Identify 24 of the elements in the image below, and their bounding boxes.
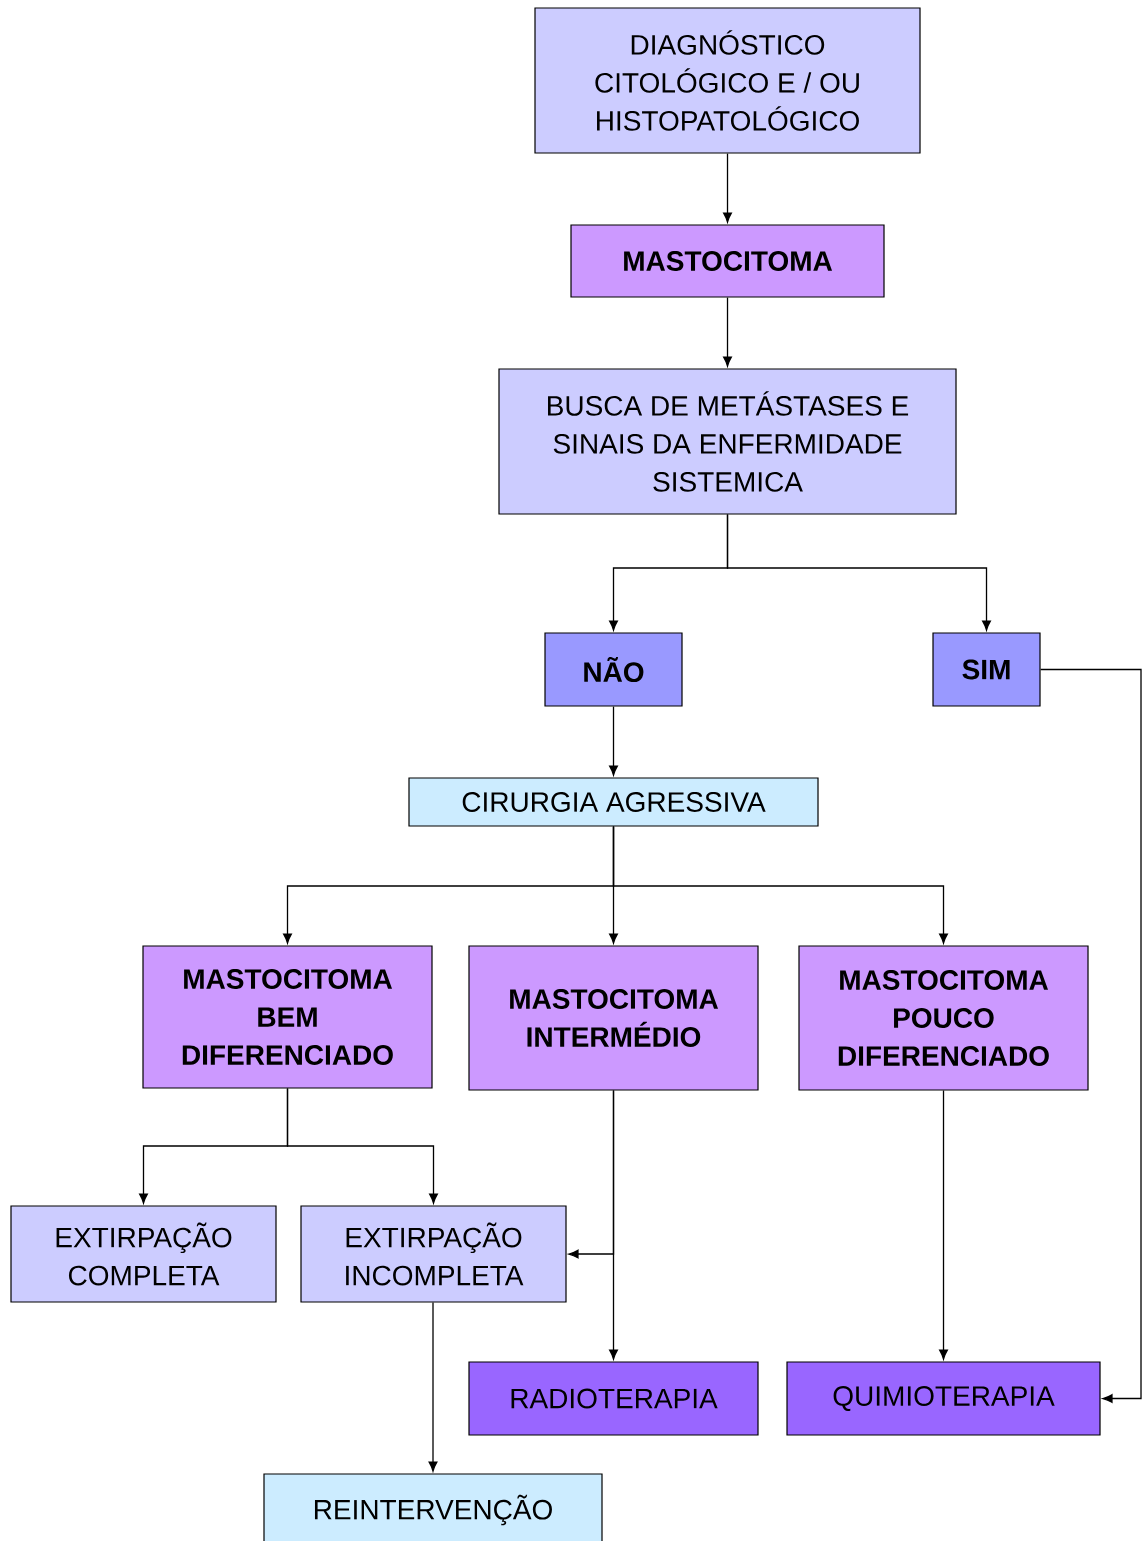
process-box: NÃO: [544, 632, 683, 707]
process-box: SIM: [932, 632, 1041, 707]
process-box: REINTERVENÇÃO: [263, 1473, 603, 1541]
process-box: MASTOCITOMA BEM DIFERENCIADO: [142, 945, 433, 1089]
process-box: CIRURGIA AGRESSIVA: [408, 777, 819, 827]
process-box: MASTOCITOMA INTERMÉDIO: [468, 945, 759, 1091]
process-box: EXTIRPAÇÃO INCOMPLETA: [300, 1205, 567, 1303]
arrow: [723, 296, 732, 367]
arrow: [609, 1089, 618, 1360]
arrow: [428, 1301, 438, 1472]
process-box: DIAGNÓSTICO CITOLÓGICO E / OU HISTOPATOLÓGICO: [534, 7, 921, 154]
process-box: MASTOCITOMA POUCO DIFERENCIADO: [798, 945, 1089, 1091]
process-box: QUIMIOTERAPIA: [786, 1361, 1101, 1436]
arrow: [609, 705, 618, 776]
process-box: BUSCA DE METÁSTASES E SINAIS DA ENFERMIDADE SISTEMICA: [498, 368, 957, 515]
process-box: RADIOTERAPIA: [468, 1361, 759, 1436]
process-box: MASTOCITOMA: [570, 224, 885, 298]
arrow: [726, 513, 991, 631]
process-box: EXTIRPAÇÃO COMPLETA: [10, 1205, 277, 1303]
arrow: [723, 152, 732, 223]
arrow: [939, 1089, 948, 1360]
arrow: [612, 825, 948, 944]
arrow: [286, 1087, 438, 1204]
arrow: [1039, 668, 1142, 1403]
